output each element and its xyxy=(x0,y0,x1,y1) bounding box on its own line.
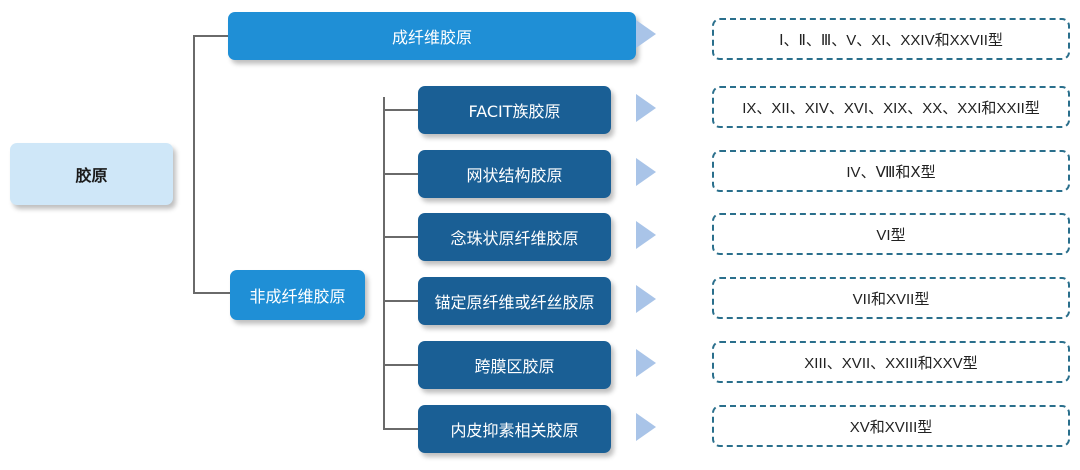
types-fibrillar: Ⅰ、Ⅱ、Ⅲ、V、XI、XXIV和XXVII型 xyxy=(712,18,1070,60)
arrow-icon xyxy=(636,285,656,313)
types-subtype: IX、XII、XIV、XVI、XIX、XX、XXI和XXII型 xyxy=(712,86,1070,128)
types-subtype: IV、Ⅷ和Ⅹ型 xyxy=(712,150,1070,192)
arrow-icon xyxy=(636,20,656,48)
connector xyxy=(383,109,418,111)
node-non-fibrillar-collagen: 非成纤维胶原 xyxy=(230,270,365,320)
connector xyxy=(193,292,230,294)
root-node-collagen: 胶原 xyxy=(10,143,173,205)
node-subtype: 念珠状原纤维胶原 xyxy=(418,213,611,261)
node-fibrillar-collagen: 成纤维胶原 xyxy=(228,12,636,60)
connector xyxy=(383,173,418,175)
arrow-icon xyxy=(636,413,656,441)
connector xyxy=(383,300,418,302)
types-subtype: XIII、XVII、XXIII和XXV型 xyxy=(712,341,1070,383)
arrow-icon xyxy=(636,221,656,249)
node-subtype: 网状结构胶原 xyxy=(418,150,611,198)
connector xyxy=(383,428,418,430)
types-subtype: XV和XVIII型 xyxy=(712,405,1070,447)
connector xyxy=(193,35,228,37)
node-subtype: 内皮抑素相关胶原 xyxy=(418,405,611,453)
bracket-level2 xyxy=(383,97,385,429)
connector xyxy=(383,236,418,238)
bracket-level1 xyxy=(193,35,195,294)
arrow-icon xyxy=(636,158,656,186)
types-subtype: VII和XVII型 xyxy=(712,277,1070,319)
node-subtype: 锚定原纤维或纤丝胶原 xyxy=(418,277,611,325)
arrow-icon xyxy=(636,94,656,122)
types-subtype: VI型 xyxy=(712,213,1070,255)
connector xyxy=(383,364,418,366)
node-subtype: FACIT族胶原 xyxy=(418,86,611,134)
node-subtype: 跨膜区胶原 xyxy=(418,341,611,389)
arrow-icon xyxy=(636,349,656,377)
